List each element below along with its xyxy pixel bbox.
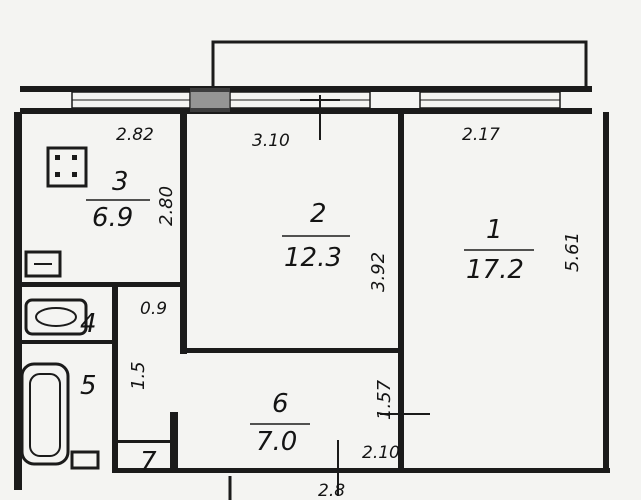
dimension-label: 2.80	[156, 186, 177, 226]
stove-icon	[46, 146, 88, 188]
dimension-label: 3.10	[252, 131, 290, 151]
room-labels: 3 6.9 2 12.3 1 17.2 6 7.0 4 5 7	[80, 167, 534, 477]
dimension-label: 1.57	[374, 379, 395, 420]
dimension-label: 5.61	[562, 232, 583, 272]
room-area: 12.3	[284, 243, 342, 273]
door-marks	[228, 95, 430, 500]
bottom-wall	[112, 468, 610, 473]
room-number: 6	[272, 389, 289, 419]
toilet-icon	[70, 450, 100, 470]
dimension-labels: 2.82 3.10 2.17 2.80 3.92 5.61 0.9 1.5 1.…	[116, 125, 583, 500]
room-number: 4	[80, 309, 97, 339]
kitchen-sink-icon	[24, 250, 62, 278]
dimension-label: 0.9	[140, 299, 167, 319]
room-area: 6.9	[92, 203, 133, 233]
room-number: 7	[140, 447, 157, 477]
left-wall	[14, 112, 22, 490]
right-wall	[603, 112, 609, 470]
balcony	[211, 40, 588, 92]
dimension-label: 2.8	[318, 481, 345, 500]
dimension-label: 1.5	[128, 361, 149, 390]
room-number: 1	[486, 215, 503, 245]
bathtub-icon	[20, 362, 70, 466]
room-area: 7.0	[256, 427, 297, 457]
dimension-label: 3.92	[368, 252, 389, 292]
top-wall	[20, 86, 592, 114]
room-number: 5	[80, 371, 97, 401]
room-number: 2	[310, 199, 327, 229]
dimension-label: 2.17	[462, 125, 500, 145]
dimension-label: 2.82	[116, 125, 154, 145]
basin-icon	[24, 298, 88, 336]
dimension-label: 2.10	[362, 443, 400, 463]
room-area: 17.2	[466, 255, 524, 285]
room-number: 3	[112, 167, 129, 197]
partitions	[22, 112, 404, 472]
